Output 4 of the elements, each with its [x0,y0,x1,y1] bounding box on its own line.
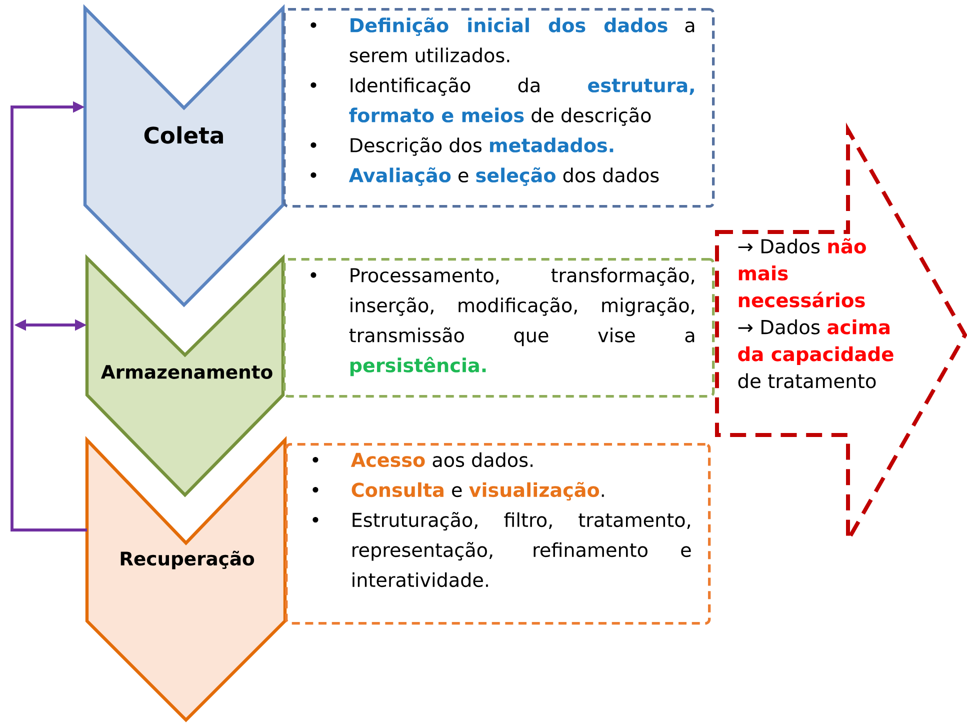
text-box: • Definição inicial dos dados a serem utilizados. • Identificação da estrutura, formato e meios de descrição • Descrição dos metadados. • Avaliação e seleção dos dados [283,8,715,208]
connector-arrow [10,101,87,532]
text-box: • Acesso aos dados. • Consulta e visualização. • Estruturação, filtro, tratamento, representação, refinamento e interatividade. [285,443,711,625]
text-box: • Processamento, transformação, inserção, modificação, migração, transmissão que vise a persistência. [283,258,715,398]
